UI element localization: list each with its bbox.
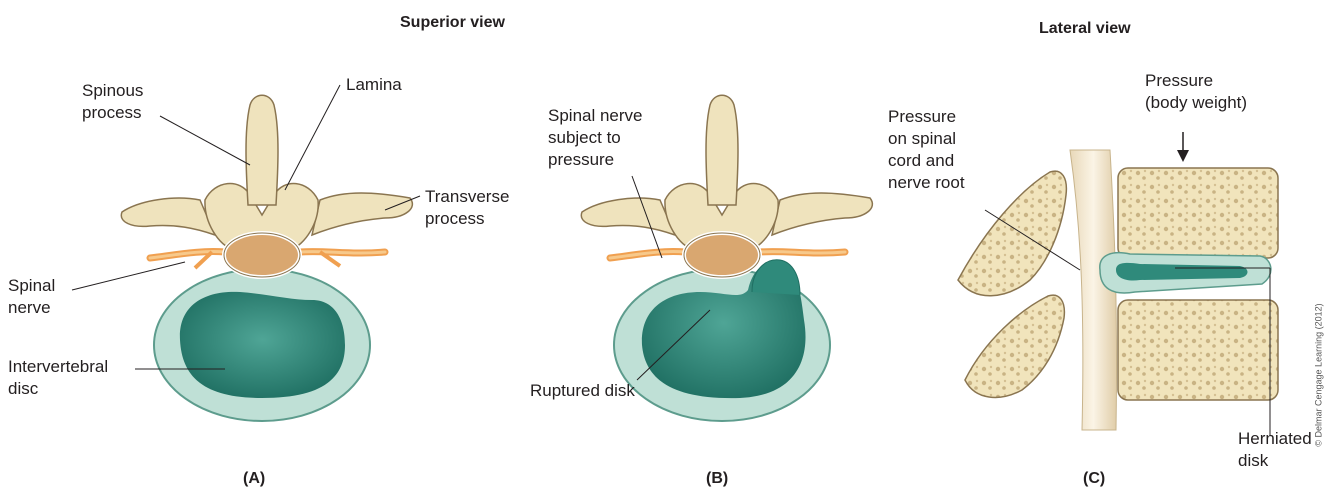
- label-transverse-process: Transverse process: [425, 186, 509, 230]
- lateral-spine-c: [958, 150, 1278, 430]
- label-spinous-process: Spinous process: [82, 80, 143, 124]
- vertebral-body-lower: [1118, 300, 1278, 400]
- label-spinal-nerve: Spinal nerve: [8, 275, 55, 319]
- label-spinal-nerve-pressure: Spinal nerve subject to pressure: [548, 105, 643, 171]
- label-herniated-disk: Herniated disk: [1238, 428, 1312, 472]
- label-ruptured-disk: Ruptured disk: [530, 380, 635, 402]
- pressure-arrow: [1177, 132, 1189, 162]
- panel-letter-b: (B): [706, 470, 728, 488]
- panel-letter-c: (C): [1083, 470, 1105, 488]
- vertebral-body-upper: [1118, 168, 1278, 258]
- disc-inner-a: [180, 292, 345, 398]
- label-lamina: Lamina: [346, 74, 402, 96]
- panel-letter-a: (A): [243, 470, 265, 488]
- label-pressure-cord: Pressure on spinal cord and nerve root: [888, 106, 965, 194]
- vertebra-a: [121, 95, 412, 421]
- label-pressure-weight: Pressure (body weight): [1145, 70, 1247, 114]
- copyright-credit: © Delmar Cengage Learning (2012): [1313, 303, 1323, 446]
- label-intervertebral-disc: Intervertebral disc: [8, 356, 108, 400]
